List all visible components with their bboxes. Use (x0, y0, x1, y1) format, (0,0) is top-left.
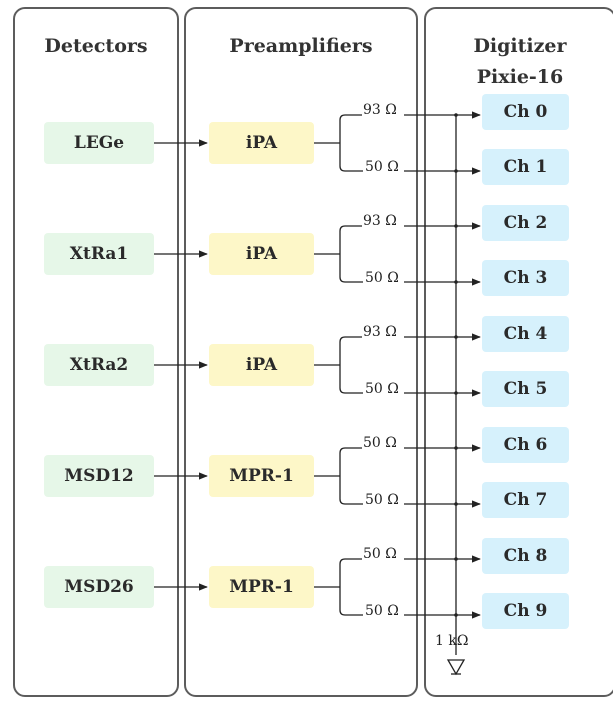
split-bracket (333, 558, 363, 616)
channel-3: Ch 3 (482, 260, 569, 296)
impedance-label: 50 Ω (365, 270, 399, 286)
channel-4: Ch 4 (482, 316, 569, 352)
detector-msd12: MSD12 (44, 455, 154, 497)
channel-2: Ch 2 (482, 205, 569, 241)
impedance-label: 50 Ω (363, 546, 397, 562)
channel-0: Ch 0 (482, 94, 569, 130)
ground-icon (446, 659, 466, 676)
preamp-5: MPR-1 (209, 566, 314, 608)
impedance-label: 50 Ω (365, 492, 399, 508)
detector-xtra2: XtRa2 (44, 344, 154, 386)
digitizer-title: Digitizer (473, 35, 567, 57)
channel-1: Ch 1 (482, 149, 569, 185)
channel-5: Ch 5 (482, 371, 569, 407)
junction-dot (454, 446, 458, 450)
detectors-title: Detectors (44, 35, 148, 57)
detector-msd26: MSD26 (44, 566, 154, 608)
digitizer-subtitle: Pixie-16 (476, 66, 564, 88)
junction-dot (454, 169, 458, 173)
junction-dot (454, 280, 458, 284)
split-bracket (333, 114, 363, 172)
split-bracket (333, 225, 363, 283)
channel-7: Ch 7 (482, 482, 569, 518)
channel-8: Ch 8 (482, 538, 569, 574)
junction-dot (454, 557, 458, 561)
impedance-label: 50 Ω (363, 435, 397, 451)
detector-xtra1: XtRa1 (44, 233, 154, 275)
split-bracket (333, 447, 363, 505)
junction-dot (454, 335, 458, 339)
junction-dot (454, 113, 458, 117)
preamplifiers-title: Preamplifiers (229, 35, 373, 57)
impedance-label: 93 Ω (363, 213, 397, 229)
impedance-label: 93 Ω (363, 102, 397, 118)
impedance-label: 50 Ω (365, 381, 399, 397)
channel-6: Ch 6 (482, 427, 569, 463)
impedance-label: 50 Ω (365, 603, 399, 619)
junction-dot (454, 502, 458, 506)
junction-dot (454, 613, 458, 617)
preamp-4: MPR-1 (209, 455, 314, 497)
detector-lege: LEGe (44, 122, 154, 164)
preamp-3: iPA (209, 344, 314, 386)
junction-dot (454, 391, 458, 395)
preamp-2: iPA (209, 233, 314, 275)
termination-resistor-label: 1 kΩ (435, 633, 469, 649)
split-bracket (333, 336, 363, 394)
impedance-label: 93 Ω (363, 324, 397, 340)
impedance-label: 50 Ω (365, 159, 399, 175)
preamp-1: iPA (209, 122, 314, 164)
channel-9: Ch 9 (482, 593, 569, 629)
junction-dot (454, 224, 458, 228)
